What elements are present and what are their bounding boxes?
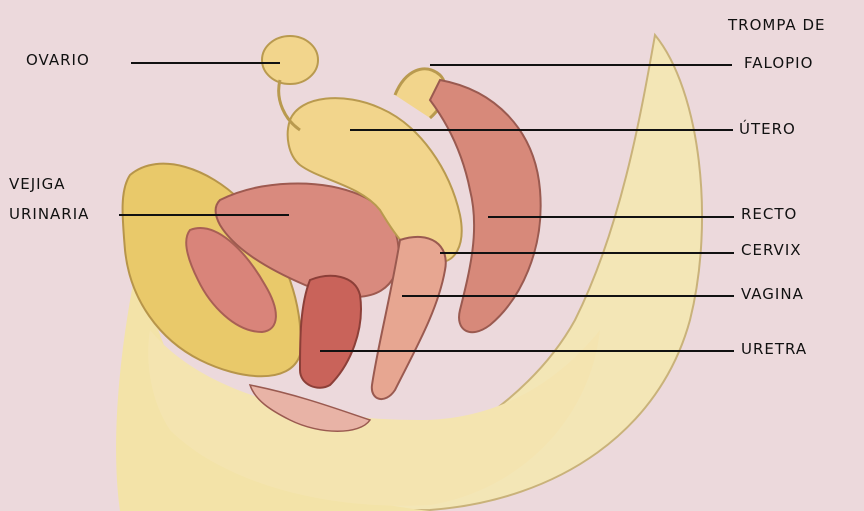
label-cervix: CERVIX [741, 242, 802, 259]
label-vejiga-line1: VEJIGA [9, 176, 65, 193]
label-ovario: OVARIO [26, 52, 90, 69]
leader-vagina [402, 295, 734, 297]
leader-cervix [440, 252, 734, 254]
leader-utero [350, 129, 733, 131]
leader-trompa [430, 64, 732, 66]
label-recto: RECTO [741, 206, 797, 223]
label-trompa-line1: TROMPA DE [728, 17, 825, 34]
leader-vejiga [119, 214, 289, 216]
leader-ovario [131, 62, 280, 64]
leader-uretra [320, 350, 734, 352]
label-vagina: VAGINA [741, 286, 804, 303]
label-vejiga-line2: URINARIA [9, 206, 89, 223]
leader-recto [488, 216, 734, 218]
label-utero: ÚTERO [739, 121, 796, 138]
ovary-shape [262, 36, 318, 84]
urethra-shape [300, 276, 361, 388]
label-uretra: URETRA [741, 341, 807, 358]
label-trompa-line2: FALOPIO [744, 55, 813, 72]
